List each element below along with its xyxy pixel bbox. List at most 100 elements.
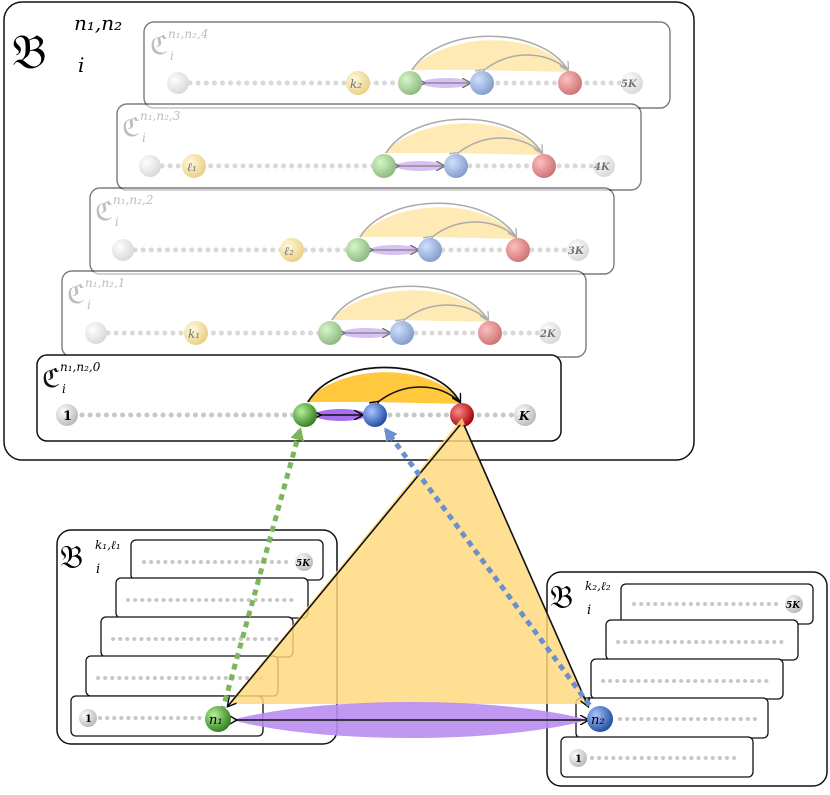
layer-1-last-label: 2K <box>539 329 557 340</box>
layer-0-symbol: ℭ <box>42 364 60 394</box>
layer-3-red-node <box>532 154 556 178</box>
layer-4-blue-node <box>470 71 494 95</box>
layer-3-marker <box>182 154 206 178</box>
layer-3-green-node <box>372 154 396 178</box>
left-stack-top-node <box>295 553 313 571</box>
layer-2-first-node <box>112 239 134 261</box>
layer-2-green-node <box>346 238 370 262</box>
layer-4-red-node <box>558 71 582 95</box>
layer-1-last-node <box>539 322 561 344</box>
layer-2-frame <box>89 187 615 275</box>
layer-1-yellow-band <box>330 290 490 322</box>
left-stack-first-node <box>79 709 97 727</box>
right-block-symbol: 𝔅 <box>550 578 573 616</box>
layer-3-last-label: 4K <box>594 162 611 173</box>
layer-0-first-node <box>56 404 78 426</box>
layer-2-marker <box>280 238 304 262</box>
layer-3-blue-node <box>444 154 468 178</box>
layer-2-arc-b <box>432 221 517 237</box>
layer-0: ℭ n₁,n₂,0 i 1 K <box>36 354 562 442</box>
layer-2-blue-node <box>418 238 442 262</box>
layer-2-last-node <box>567 239 589 261</box>
layer-2-marker-label: ℓ₂ <box>284 244 294 258</box>
layer-4-subscript: i <box>170 49 174 63</box>
left-stack-row-4 <box>115 577 309 619</box>
big-block-subscript: i <box>78 53 84 77</box>
big-block-superscript: n₁,n₂ <box>74 11 122 35</box>
layer-4: ℭ n₁,n₂,4 i k₂ 5K <box>143 21 671 109</box>
layer-1-arc <box>331 285 488 320</box>
right-stack-first-label: 1 <box>575 754 582 765</box>
layer-0-red-node <box>450 403 474 427</box>
layer-0-subscript: i <box>62 382 66 396</box>
layer-2-symbol: ℭ <box>95 197 113 227</box>
layer-3-subscript: i <box>142 131 146 145</box>
layer-0-last-label: K <box>518 409 530 423</box>
layer-4-superscript: n₁,n₂,4 <box>168 27 208 41</box>
layer-1-marker-label: k₁ <box>188 327 200 341</box>
layer-2-yellow-band <box>358 207 518 239</box>
layer-2-red-node <box>506 238 530 262</box>
left-stack-row-5 <box>130 539 324 581</box>
layer-0-superscript: n₁,n₂,0 <box>60 360 101 374</box>
layer-3-superscript: n₁,n₂,3 <box>140 109 181 123</box>
triangle-fill <box>228 418 586 704</box>
layer-3-marker-label: ℓ₁ <box>187 160 197 174</box>
blue-dashed-arrow <box>383 427 599 716</box>
right-n2-label: n₂ <box>591 713 605 728</box>
layer-1-blue-node <box>390 321 414 345</box>
layer-2: ℭ n₁,n₂,2 i ℓ₂ 3K <box>89 187 615 275</box>
right-stack-top-node <box>785 595 803 613</box>
layer-4-green-node <box>398 71 422 95</box>
layer-4-frame <box>143 21 671 109</box>
right-stack-row-4 <box>605 619 799 661</box>
layer-1-superscript: n₁,n₂,1 <box>85 276 125 290</box>
layer-3-last-node <box>593 155 615 177</box>
left-stack-first-label: 1 <box>85 714 92 725</box>
layer-3: ℭ n₁,n₂,3 i ℓ₁ 4K <box>116 103 642 191</box>
right-stack-row-3 <box>590 658 784 700</box>
green-dashed-arrow <box>219 427 305 713</box>
left-block-subscript: i <box>96 562 100 577</box>
right-stack-top-label: 5K <box>786 601 801 611</box>
layer-4-arc <box>411 35 568 70</box>
layer-1-subscript: i <box>87 298 91 312</box>
layer-4-last-label: 5K <box>621 79 638 90</box>
left-stack-row-3 <box>100 616 294 658</box>
layer-0-green-node <box>293 403 317 427</box>
layer-0-blue-node <box>363 403 387 427</box>
right-block-subscript: i <box>587 603 591 618</box>
layer-3-first-node <box>139 155 161 177</box>
layer-1-green-node <box>318 321 342 345</box>
layer-4-marker-label: k₂ <box>350 77 362 91</box>
layer-1-symbol: ℭ <box>67 280 85 310</box>
layer-2-subscript: i <box>115 215 119 229</box>
layer-3-yellow-band <box>384 123 544 155</box>
layer-3-arc-b <box>458 137 543 153</box>
layer-4-marker <box>346 71 370 95</box>
layer-0-frame <box>36 354 562 442</box>
layer-0-arc-b <box>378 386 461 402</box>
layer-4-last-node <box>621 72 643 94</box>
layer-4-yellow-band <box>410 40 570 72</box>
big-block-symbol: 𝔅 <box>12 24 47 80</box>
left-n1-node <box>205 706 231 732</box>
layer-4-first-node <box>167 72 189 94</box>
layer-1-red-node <box>478 321 502 345</box>
layer-4-symbol: ℭ <box>150 31 168 61</box>
right-stack-first-node <box>569 749 587 767</box>
right-block: 𝔅 k₂,ℓ₂ i 5K 1 <box>546 571 828 787</box>
layer-0-arc <box>307 366 460 403</box>
layer-1-arc-b <box>404 304 489 320</box>
layer-2-last-label: 3K <box>568 246 585 257</box>
triangle-edge-right <box>463 424 588 706</box>
layer-1: ℭ n₁,n₂,1 i k₁ 2K <box>61 270 587 358</box>
left-stack-top-label: 5K <box>296 559 311 569</box>
layer-2-superscript: n₁,n₂,2 <box>113 193 153 207</box>
layer-3-symbol: ℭ <box>122 113 140 143</box>
left-block-superscript: k₁,ℓ₁ <box>95 538 121 552</box>
triangle-edge-left <box>228 424 461 706</box>
right-block-superscript: k₂,ℓ₂ <box>585 579 611 593</box>
